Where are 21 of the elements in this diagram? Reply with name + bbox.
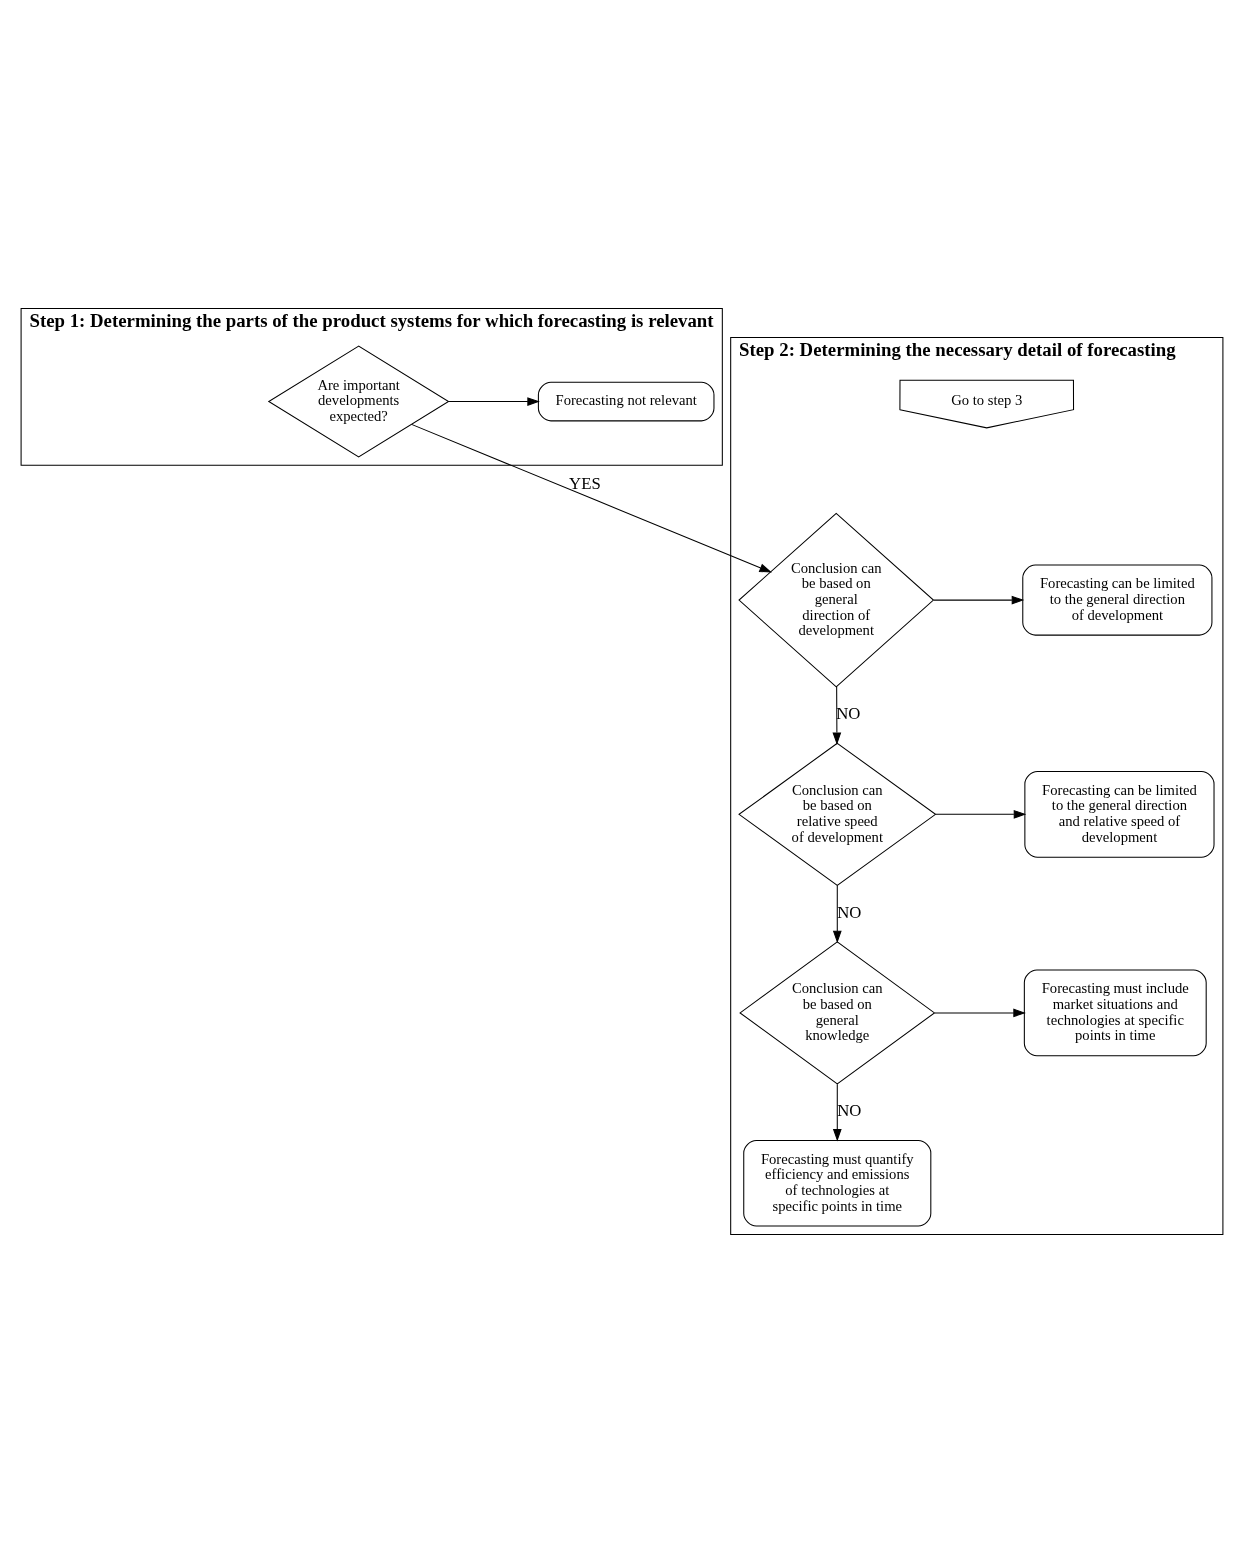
node-diamond: Conclusion can be based on relative speed of development bbox=[738, 742, 937, 887]
node-diamond: Conclusion can be based on general direction of development bbox=[738, 512, 935, 688]
node-box: Forecasting can be limited to the general direction and relative speed of development bbox=[1024, 770, 1215, 858]
edge-label: NO bbox=[837, 1101, 862, 1121]
node-box: Forecasting can be limited to the general direction of development bbox=[1022, 564, 1213, 636]
arrow bbox=[933, 595, 1025, 605]
arrow bbox=[448, 397, 540, 406]
arrow bbox=[411, 423, 772, 573]
edge-label: NO bbox=[837, 902, 862, 922]
arrow bbox=[832, 686, 842, 745]
arrow bbox=[832, 884, 842, 944]
node-diamond: Are important developments expected? bbox=[267, 345, 450, 458]
node-diamond: Conclusion can be based on general knowledge bbox=[739, 941, 936, 1085]
arrow bbox=[934, 1008, 1026, 1018]
edge-label: NO bbox=[836, 704, 861, 724]
node-box: Forecasting not relevant bbox=[537, 381, 715, 422]
node-box: Forecasting must include market situations and technologies at specific points in time bbox=[1023, 969, 1207, 1057]
node-box: Forecasting must quantify efficiency and emissions of technologies at specific points in time bbox=[743, 1139, 932, 1227]
arrow bbox=[935, 809, 1027, 819]
edge-label: YES bbox=[569, 474, 601, 494]
arrow bbox=[832, 1083, 842, 1142]
